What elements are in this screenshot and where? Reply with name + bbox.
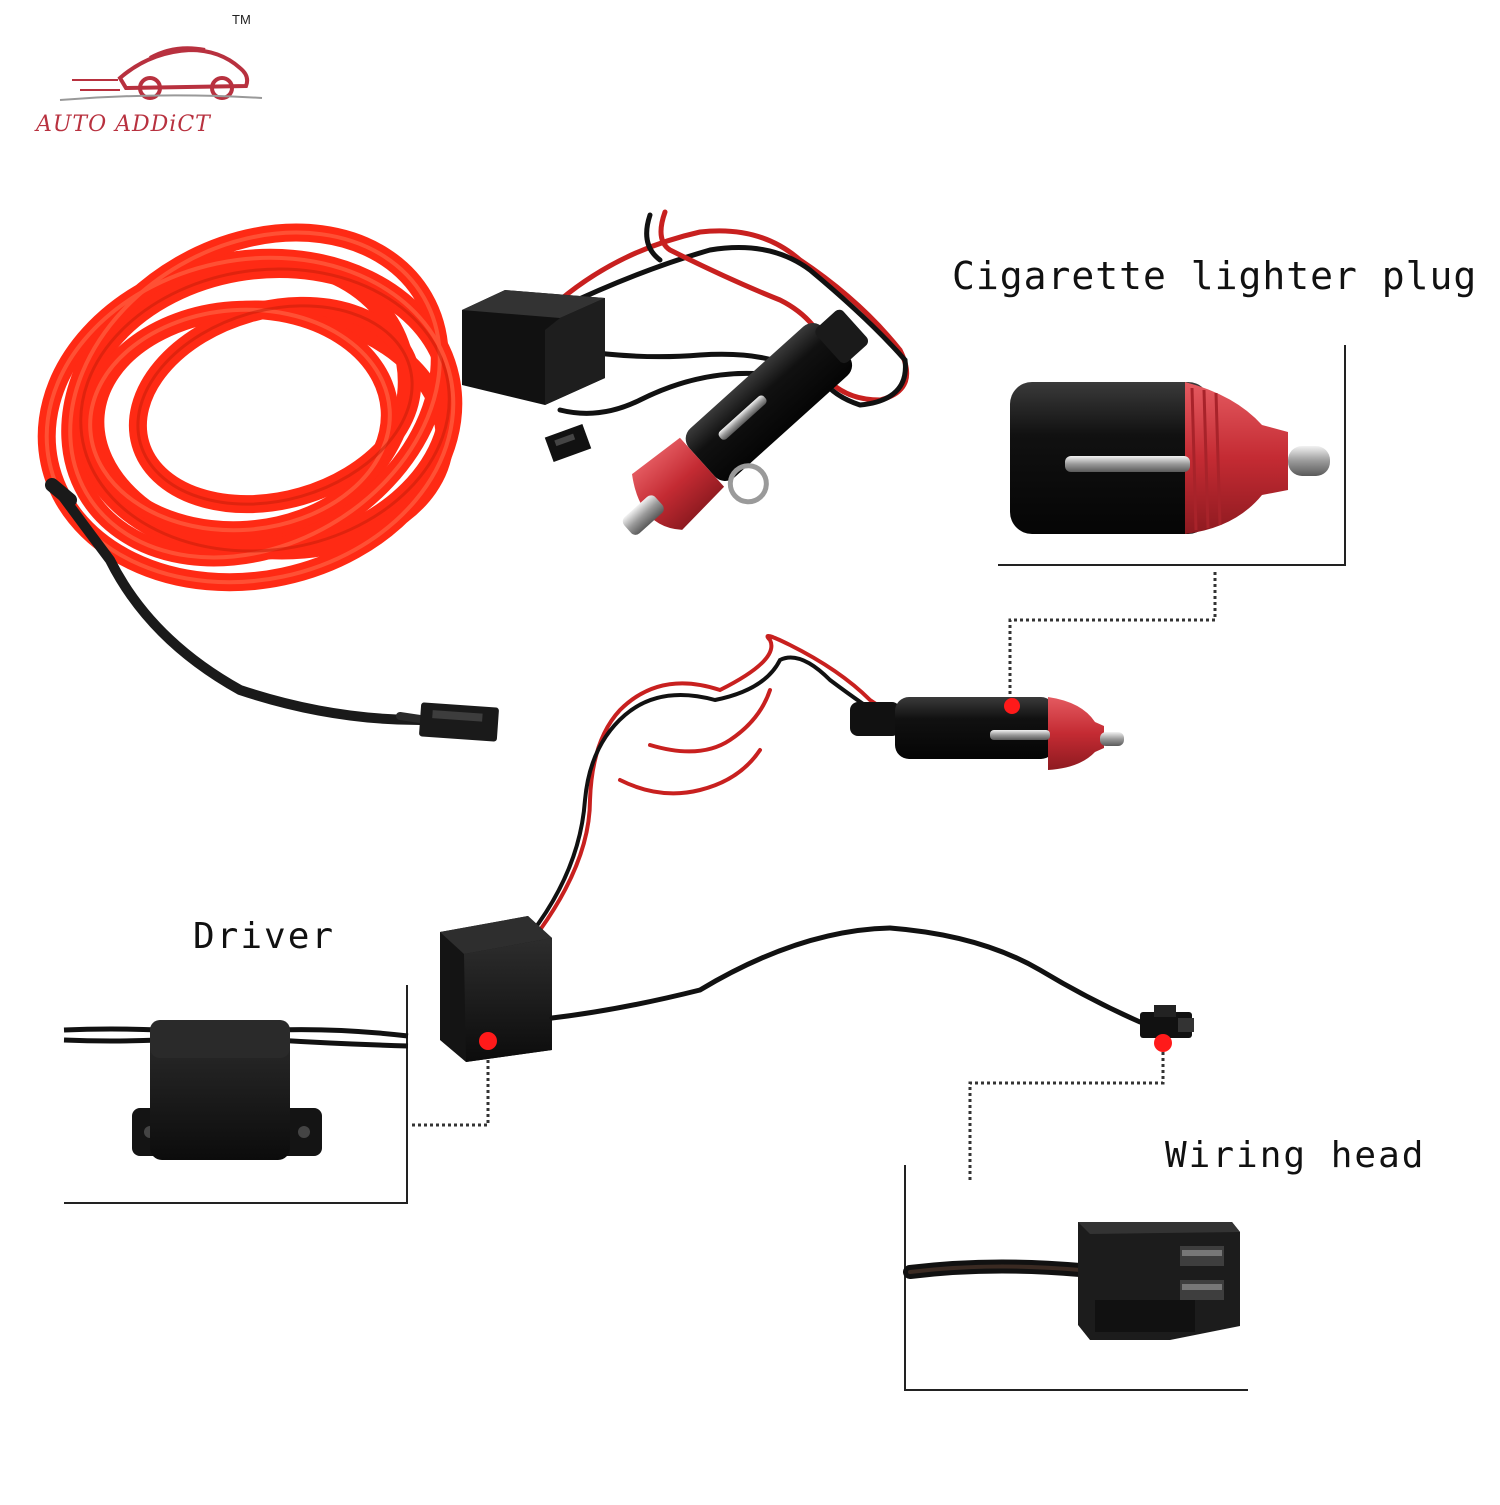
cigarette-plug-leader: [1008, 572, 1217, 705]
driver-label: Driver: [193, 916, 336, 957]
middle-assembly-photo: [440, 634, 1194, 1062]
wiring-head-closeup-icon: [903, 1222, 1240, 1340]
marker-plug-dot: [1004, 698, 1020, 714]
cigarette-plug-closeup-icon: [1010, 382, 1330, 534]
driver-box-icon: [462, 290, 605, 405]
cigarette-plug-callout: [998, 345, 1346, 566]
driver-callout: [63, 985, 409, 1204]
el-wire-coil: [37, 223, 499, 742]
wiring-head-label: Wiring head: [1165, 1135, 1426, 1176]
brand-logo: [59, 46, 263, 101]
driver-closeup-icon: [63, 1020, 409, 1160]
coil-connector-icon: [419, 702, 499, 742]
marker-driver-dot: [479, 1032, 497, 1050]
middle-cigarette-plug-icon: [850, 697, 1124, 770]
top-cigarette-plug-icon: [622, 309, 869, 535]
small-connector-icon: [544, 423, 592, 463]
trademark-mark: TM: [232, 12, 251, 27]
driver-leader: [412, 1060, 490, 1127]
top-kit-photo: [462, 209, 910, 535]
middle-wiring-head-icon: [1140, 1005, 1194, 1038]
wiring-head-callout: [903, 1165, 1248, 1391]
middle-driver-box-icon: [440, 916, 552, 1062]
car-logo-icon: [59, 46, 263, 101]
brand-name: AUTO ADDiCT: [36, 112, 211, 137]
wiring-head-leader: [968, 1052, 1165, 1180]
marker-wiring-dot: [1154, 1034, 1172, 1052]
cigarette-plug-label: Cigarette lighter plug: [952, 254, 1478, 298]
